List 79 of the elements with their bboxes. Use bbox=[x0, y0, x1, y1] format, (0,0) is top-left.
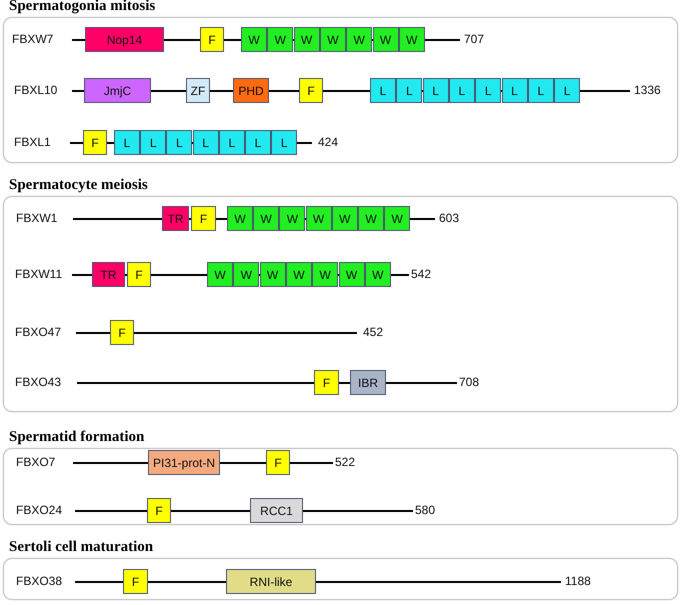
domain-box: L bbox=[554, 78, 580, 103]
section-heading: Sertoli cell maturation bbox=[9, 539, 154, 556]
domain-box: F bbox=[147, 498, 171, 523]
section-heading: Spermatocyte meiosis bbox=[9, 177, 148, 194]
domain-box: F bbox=[200, 27, 224, 52]
domain-box: L bbox=[528, 78, 554, 103]
domain-box: Nop14 bbox=[85, 27, 164, 52]
protein-length: 603 bbox=[439, 211, 460, 225]
domain-box: W bbox=[233, 262, 260, 287]
section-heading: Spermatid formation bbox=[9, 429, 144, 446]
domain-box: PI31-prot-N bbox=[148, 450, 220, 475]
domain-box: F bbox=[314, 370, 339, 395]
domain-box: W bbox=[398, 27, 425, 52]
domain-box: W bbox=[384, 206, 410, 231]
domain-box: W bbox=[267, 27, 294, 52]
protein-name: FBXL10 bbox=[14, 83, 58, 97]
domain-box: L bbox=[502, 78, 528, 103]
domain-box: TR bbox=[92, 262, 125, 287]
domain-box: W bbox=[241, 27, 267, 52]
domain-box: F bbox=[299, 78, 323, 103]
protein-name: FBXL1 bbox=[14, 135, 51, 149]
protein-name: FBXO24 bbox=[16, 503, 62, 517]
domain-box: L bbox=[245, 130, 271, 155]
protein-length: 708 bbox=[459, 375, 480, 389]
protein-name: FBXO47 bbox=[15, 325, 62, 339]
domain-box: L bbox=[396, 78, 422, 103]
domain-box: W bbox=[358, 206, 384, 231]
domain-box: F bbox=[123, 569, 148, 594]
domain-box: L bbox=[422, 78, 449, 103]
domain-box: F bbox=[83, 130, 107, 155]
protein-length: 522 bbox=[335, 455, 356, 469]
domain-box: W bbox=[207, 262, 233, 287]
protein-name: FBXW7 bbox=[12, 32, 54, 46]
domain-box: W bbox=[338, 262, 364, 287]
domain-box: L bbox=[192, 130, 219, 155]
domain-box: W bbox=[260, 262, 286, 287]
domain-box: W bbox=[286, 262, 312, 287]
domain-box: L bbox=[114, 130, 140, 155]
domain-box: IBR bbox=[350, 370, 386, 395]
protein-length: 424 bbox=[318, 135, 338, 149]
domain-box: F bbox=[191, 206, 216, 231]
domain-box: W bbox=[332, 206, 358, 231]
protein-length: 707 bbox=[464, 32, 484, 46]
protein-name: FBXW11 bbox=[15, 267, 62, 281]
domain-box: W bbox=[346, 27, 372, 52]
protein-length: 542 bbox=[411, 267, 432, 281]
domain-box: RNI-like bbox=[226, 569, 316, 594]
domain-box: L bbox=[218, 130, 245, 155]
protein-name: FBXW1 bbox=[16, 211, 58, 225]
domain-box: W bbox=[312, 262, 338, 287]
domain-box: F bbox=[110, 320, 134, 345]
domain-box: W bbox=[253, 206, 280, 231]
domain-box: L bbox=[271, 130, 298, 155]
protein-length: 452 bbox=[363, 325, 384, 339]
domain-box: W bbox=[227, 206, 253, 231]
domain-box: W bbox=[279, 206, 306, 231]
domain-box: W bbox=[364, 262, 391, 287]
domain-box: TR bbox=[162, 206, 189, 231]
domain-box: F bbox=[266, 450, 290, 475]
domain-box: L bbox=[475, 78, 502, 103]
protein-length: 580 bbox=[415, 503, 436, 517]
protein-name: FBXO7 bbox=[16, 455, 56, 469]
domain-box: L bbox=[370, 78, 396, 103]
domain-box: RCC1 bbox=[250, 498, 303, 523]
protein-name: FBXO38 bbox=[16, 574, 62, 588]
domain-box: PHD bbox=[233, 78, 269, 103]
protein-length: 1336 bbox=[634, 83, 661, 97]
domain-box: L bbox=[448, 78, 475, 103]
domain-box: L bbox=[140, 130, 166, 155]
domain-box: W bbox=[294, 27, 320, 52]
domain-box: W bbox=[372, 27, 398, 52]
domain-box: F bbox=[127, 262, 151, 287]
domain-box: ZF bbox=[186, 78, 210, 103]
protein-length: 1188 bbox=[565, 574, 591, 588]
domain-box: JmjC bbox=[84, 78, 151, 103]
domain-box: W bbox=[320, 27, 346, 52]
domain-box: W bbox=[306, 206, 332, 231]
domain-box: L bbox=[166, 130, 192, 155]
protein-name: FBXO43 bbox=[15, 375, 62, 389]
